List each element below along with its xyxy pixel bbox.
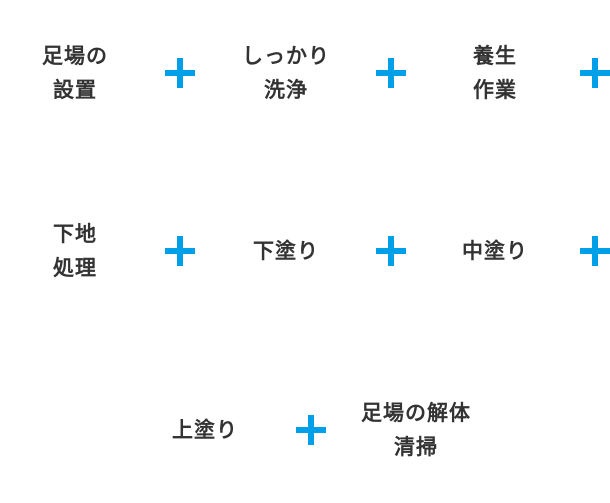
plus-icon bbox=[580, 236, 610, 266]
step-top-coat: 上塗り bbox=[172, 418, 238, 442]
plus-icon bbox=[376, 58, 406, 88]
plus-icon bbox=[580, 58, 610, 88]
step-surface-prep: 下地 処理 bbox=[53, 222, 97, 280]
plus-icon bbox=[296, 415, 326, 445]
step-masking: 養生 作業 bbox=[473, 44, 517, 102]
step-middle-coat: 中塗り bbox=[462, 239, 528, 263]
step-scaffold-removal-cleanup: 足場の解体 清掃 bbox=[361, 401, 471, 459]
step-undercoat: 下塗り bbox=[253, 239, 319, 263]
plus-icon bbox=[165, 58, 195, 88]
plus-icon bbox=[165, 236, 195, 266]
plus-icon bbox=[376, 236, 406, 266]
step-scaffold-setup: 足場の 設置 bbox=[42, 44, 108, 102]
step-washing: しっかり 洗浄 bbox=[242, 44, 330, 102]
